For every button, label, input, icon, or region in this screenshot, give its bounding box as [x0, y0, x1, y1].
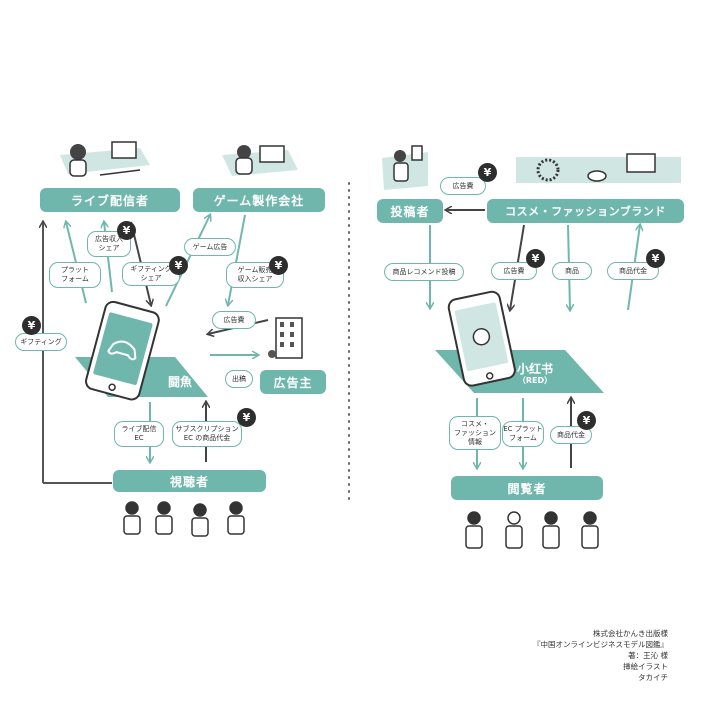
credit-line: 株式会社かんき出版様 — [593, 629, 668, 638]
brand-box: コスメ・ファッションブランド — [487, 199, 684, 223]
red-label: 小红书 — [516, 362, 553, 376]
red-sub-label: （RED） — [517, 376, 553, 385]
yen-icon: ¥ — [646, 249, 665, 268]
cosmetics-illustration — [516, 153, 681, 183]
gifting-label: ギフティング — [15, 333, 67, 351]
yen-icon: ¥ — [577, 411, 596, 430]
game-ad-label: ゲーム広告 — [184, 238, 236, 256]
credit-line: 著：王沁 様 — [628, 651, 668, 660]
cosme-info-label: コスメ・ ファッション 情報 — [449, 416, 501, 450]
poster-box: 投稿者 — [377, 199, 443, 223]
ad-fee-label-right: 広告費 — [440, 177, 486, 195]
game-company-box: ゲーム製作会社 — [193, 188, 325, 212]
viewers-illustration — [123, 501, 245, 537]
yen-icon: ¥ — [478, 163, 497, 182]
product-label: 商品 — [552, 262, 592, 280]
readers-illustration — [465, 511, 599, 549]
game-developer-illustration — [222, 145, 298, 176]
readers-box: 閲覧者 — [451, 476, 603, 500]
ad-fee-label-2: 広告費 — [491, 262, 537, 280]
yen-icon: ¥ — [526, 249, 545, 268]
douyu-label: 闘魚 — [167, 375, 192, 389]
yen-icon: ¥ — [117, 221, 136, 240]
yen-icon: ¥ — [269, 256, 288, 275]
phone-illustration — [85, 300, 160, 401]
subscription-label: サブスクリプション EC の商品代金 — [172, 421, 242, 447]
live-ec-label: ライブ配信 EC — [114, 421, 164, 447]
yen-icon: ¥ — [169, 256, 188, 275]
building-illustration — [268, 317, 303, 359]
ad-placement-label: 出稿 — [225, 370, 253, 388]
yen-icon: ¥ — [22, 316, 41, 335]
credit-line: タカイチ — [638, 673, 668, 682]
product-price-label: 商品代金 — [607, 262, 659, 280]
credit-line: 挿絵イラスト — [623, 662, 668, 671]
product-reco-label: 商品レコメンド投稿 — [384, 263, 464, 281]
streamer-box: ライブ配信者 — [40, 188, 180, 212]
credits: 株式会社かんき出版様 『中国オンラインビジネスモデル図鑑』 著：王沁 様 挿絵イ… — [533, 628, 668, 683]
poster-illustration — [382, 145, 428, 190]
advertiser-box: 広告主 — [260, 370, 326, 394]
ec-platform-label: EC プラット フォーム — [502, 421, 544, 447]
phone-illustration-right — [447, 290, 516, 387]
yen-icon: ¥ — [237, 408, 256, 427]
ad-fee-label: 広告費 — [212, 311, 256, 329]
viewers-box: 視聴者 — [113, 470, 266, 492]
platform-fee-label: プラット フォーム — [49, 262, 101, 288]
streamer-illustration — [60, 141, 150, 177]
credit-line: 『中国オンラインビジネスモデル図鑑』 — [533, 640, 668, 649]
product-price-label-2: 商品代金 — [550, 426, 592, 444]
